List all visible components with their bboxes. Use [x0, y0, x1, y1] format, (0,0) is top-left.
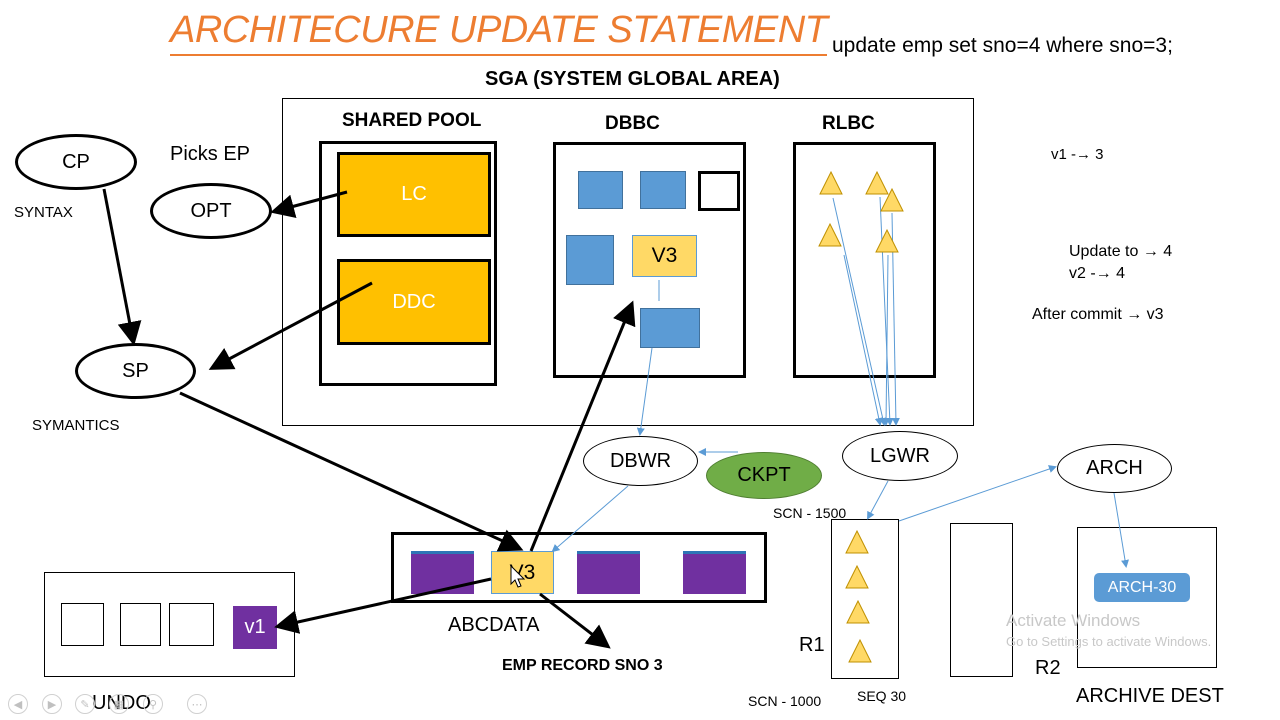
abcdata-label: ABCDATA [448, 614, 540, 636]
watermark-title: Activate Windows [1006, 611, 1141, 630]
sga-label: SGA (SYSTEM GLOBAL AREA) [485, 68, 780, 90]
page-title: ARCHITECURE UPDATE STATEMENT [170, 8, 828, 56]
arrow-rlbc-to-lgwr [843, 254, 883, 426]
buffer-block [566, 235, 614, 285]
note-v1: v1 -→ 3 [1051, 146, 1104, 163]
redo-log-r2 [950, 523, 1013, 677]
library-cache: LC [337, 152, 491, 237]
more-options-icon[interactable]: ⋯ [187, 694, 207, 714]
data-block [411, 551, 474, 594]
slides-grid-icon[interactable]: ▦ [109, 694, 129, 714]
undo-block [120, 603, 161, 646]
arrow-rlbc-to-lgwr [879, 196, 894, 426]
rlbc-label: RLBC [822, 113, 875, 134]
arrow-lgwr-to-redo [867, 480, 889, 520]
ckpt-node: CKPT [706, 452, 822, 499]
buffer-block [640, 308, 700, 348]
sql-statement: update emp set sno=4 where sno=3; [832, 34, 1173, 57]
optimizer-node: OPT [150, 183, 272, 239]
arrow-sp-to-datafile [179, 391, 524, 552]
lgwr-node: LGWR [842, 431, 958, 481]
arrow-redo-to-arch [898, 465, 1057, 522]
arrow-dbwr-to-datafile [551, 485, 629, 553]
scn-1500-label: SCN - 1500 [773, 505, 847, 521]
arch-node: ARCH [1057, 444, 1172, 493]
previous-slide-button[interactable]: ◀ [8, 694, 28, 714]
undo-block [169, 603, 214, 646]
arrow-v3-to-emp-record [539, 592, 611, 649]
dbwr-node: DBWR [583, 436, 698, 486]
redo-log-triangle [846, 599, 870, 624]
note-update-to: Update to → 4 [1069, 243, 1173, 260]
redo-log-triangle [845, 529, 869, 554]
arrow-buffer-to-dbwr [636, 347, 653, 436]
note-v2: v2 -→ 4 [1069, 265, 1126, 282]
mouse-cursor-icon [510, 564, 526, 588]
zoom-icon[interactable]: ⚲ [143, 694, 163, 714]
undo-block [61, 603, 104, 646]
emp-record-label: EMP RECORD SNO 3 [502, 657, 663, 674]
redo-entry-triangle [875, 228, 899, 253]
scn-1000-label: SCN - 1000 [748, 693, 822, 709]
arrow-arch-to-archive [1113, 492, 1129, 568]
redo-log-triangle [848, 638, 872, 663]
symantics-label: SYMANTICS [32, 417, 120, 434]
datafile-v3-block: V3 [491, 551, 554, 594]
watermark-subtitle: Go to Settings to activate Windows. [1006, 634, 1212, 649]
undo-v1-block: v1 [233, 606, 277, 649]
buffer-block [640, 171, 686, 209]
note-after-commit: After commit → v3 [1032, 306, 1164, 323]
r2-label: R2 [1035, 657, 1061, 679]
dbbc-v3-block: V3 [632, 235, 697, 277]
data-dictionary-cache: DDC [337, 259, 491, 345]
redo-entry-triangle [865, 170, 889, 195]
redo-log-triangle [845, 564, 869, 589]
pen-tool-icon[interactable]: ✎ [75, 694, 95, 714]
arrow-lc-to-opt [270, 190, 348, 218]
cp-node: CP [15, 134, 137, 190]
archive-dest-label: ARCHIVE DEST [1076, 685, 1224, 707]
buffer-block [578, 171, 623, 209]
redo-entry-triangle [819, 170, 843, 195]
data-block [577, 551, 640, 594]
picks-ep-label: Picks EP [170, 143, 251, 165]
sp-node: SP [75, 343, 196, 399]
redo-entry-triangle [818, 222, 842, 247]
r1-label: R1 [799, 634, 825, 656]
arrow-cp-to-sp [102, 188, 142, 346]
shared-pool-label: SHARED POOL [342, 110, 482, 131]
redo-entry-triangle [880, 187, 904, 212]
syntax-label: SYNTAX [14, 204, 73, 221]
arch-30-file: ARCH-30 [1094, 573, 1190, 602]
seq-30-label: SEQ 30 [857, 688, 907, 704]
arrow-rlbc-to-lgwr [882, 254, 891, 426]
next-slide-button[interactable]: ▶ [42, 694, 62, 714]
empty-buffer-block [698, 171, 740, 211]
arrow-datafile-to-undo [274, 577, 492, 634]
arrow-ddc-to-sp [208, 281, 373, 370]
arrow-rlbc-to-lgwr [832, 197, 887, 426]
arrow-datafile-to-dbbc [529, 300, 636, 552]
data-block [683, 551, 746, 594]
dbbc-label: DBBC [605, 113, 660, 134]
